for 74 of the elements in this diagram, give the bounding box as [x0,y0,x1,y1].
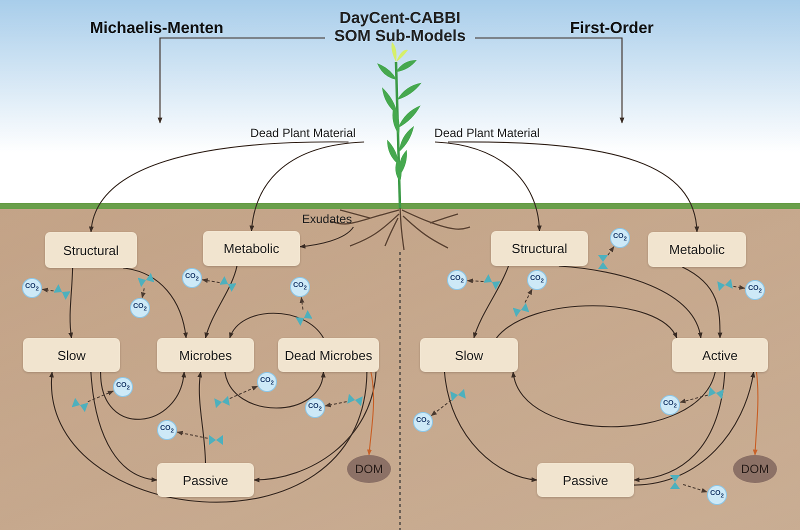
arrow [496,305,678,338]
arrow [253,372,377,482]
pool-box: Microbes [157,338,254,372]
arrow [204,266,238,339]
model-heading: Michaelis-Menten [90,20,224,38]
pool-box: Passive [157,463,254,497]
arrow [634,371,755,486]
valve-icon [513,302,529,318]
dashed-arrow [300,296,304,310]
pool-box: Metabolic [203,231,300,266]
arrow [752,372,758,456]
pool-box: Structural [45,232,137,268]
arrow [158,37,325,124]
valve-icon [667,474,683,490]
dashed-arrow [140,288,146,298]
arrow [224,371,325,409]
arrow [682,266,722,339]
model-heading: First-Order [570,20,654,38]
arrow [100,371,186,420]
dashed-arrow [229,386,258,400]
valve-icon [708,385,724,401]
valve-icon [214,394,230,410]
arrow [90,372,158,482]
arrow [558,265,702,339]
pool-box: Dead Microbes [278,338,379,372]
arrow [123,267,188,339]
arrow [90,141,348,233]
pool-box: Slow [420,338,518,372]
pool-box: Structural [491,231,588,266]
pool-box: Active [672,338,768,372]
dashed-arrow [42,288,54,292]
valve-icon [484,274,500,290]
arrow [250,141,364,232]
arrow [475,37,624,124]
flow-label: Dead Plant Material [422,124,552,142]
pool-box: Metabolic [648,232,746,267]
dashed-arrow [682,484,708,493]
valve-icon [220,276,236,292]
arrow [512,371,716,428]
valve-icon [595,254,611,270]
dashed-arrow [732,285,746,290]
dashed-arrow [324,401,348,408]
dashed-arrow [87,390,114,402]
arrow [448,141,699,233]
arrow [473,266,509,339]
arrow [68,268,74,339]
valve-icon [54,284,70,300]
arrow [633,372,726,482]
diagram-title: DayCent-CABBI SOM Sub-Models [325,8,475,48]
arrow [367,372,374,456]
arrow [229,312,324,339]
dashed-arrow [680,394,708,404]
pool-box: Passive [537,463,634,497]
valve-icon [450,387,466,403]
dashed-arrow [430,400,452,416]
arrow [198,371,206,464]
valve-icon [717,277,733,293]
dashed-arrow [607,246,614,256]
dashed-arrow [176,430,208,439]
valve-icon [296,310,312,326]
arrow [434,141,542,232]
dashed-arrow [466,278,484,284]
valve-icon [138,272,154,288]
valve-icon [347,392,363,408]
pool-box: Slow [23,338,120,372]
arrow [50,371,368,502]
valve-icon [72,397,88,413]
valve-icon [208,432,224,448]
dashed-arrow [202,278,220,284]
arrow [299,226,354,249]
flow-label: Dead Plant Material [238,124,368,142]
flow-label: Exudates [294,210,360,227]
dashed-arrow [524,288,533,303]
arrow [444,372,538,482]
